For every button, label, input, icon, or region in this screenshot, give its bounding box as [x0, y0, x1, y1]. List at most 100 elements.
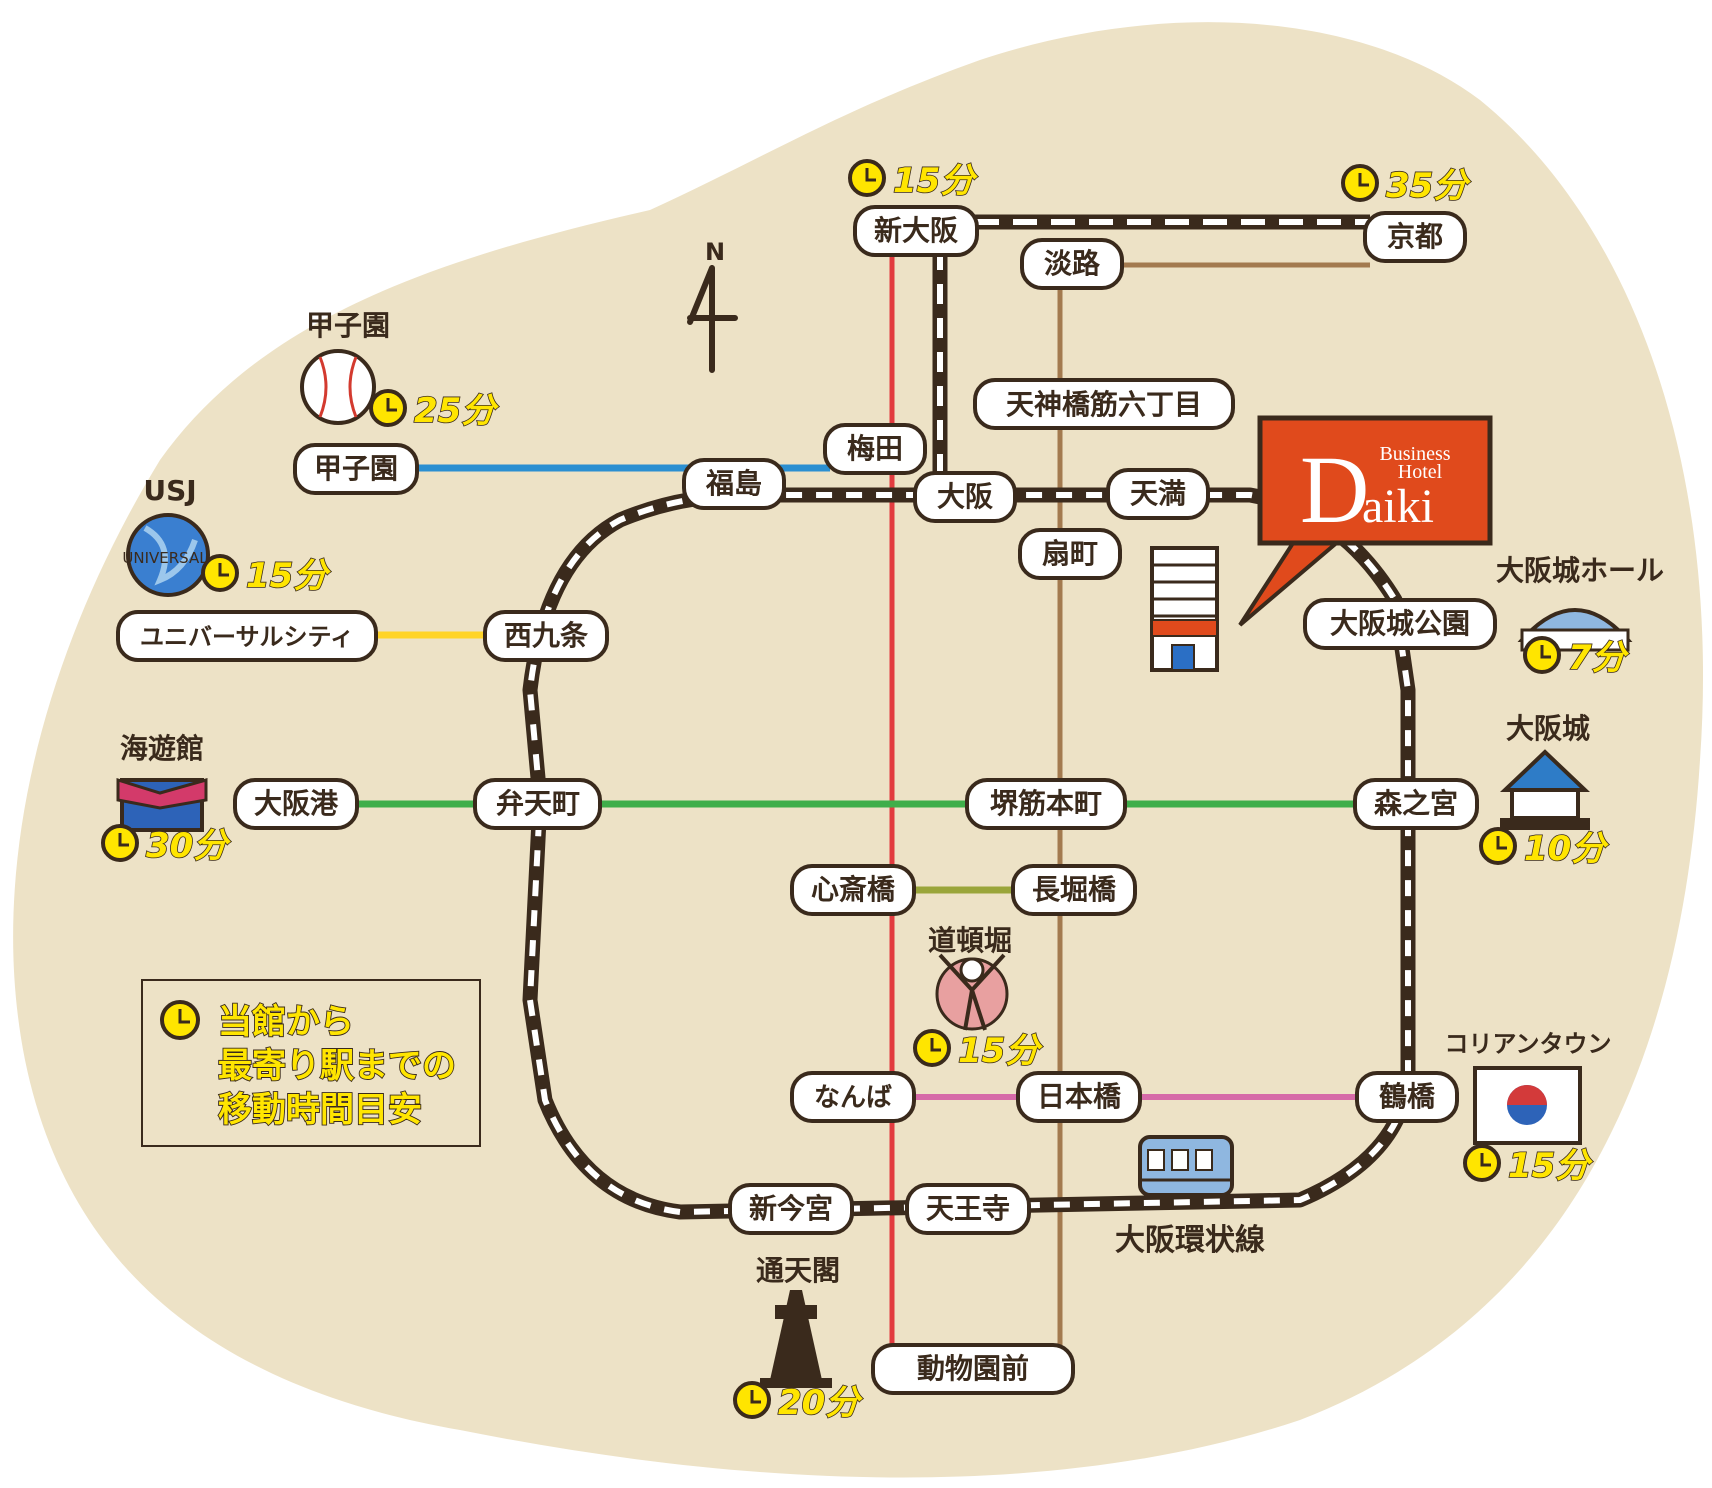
station-morinomiya: 森之宮 — [1353, 778, 1479, 830]
compass: N — [687, 238, 738, 373]
compass-label: N — [705, 238, 725, 266]
time-usj: 15分 — [201, 554, 332, 597]
legend-box: 当館から 最寄り駅までの 移動時間目安 — [141, 979, 481, 1147]
compass-arrow-icon — [687, 265, 738, 373]
station-label: 大阪港 — [254, 787, 339, 820]
station-label: なんば — [814, 1083, 892, 1113]
time-label: 10分 — [1524, 829, 1609, 869]
station-label: 森之宮 — [1374, 787, 1458, 820]
time-label: 15分 — [246, 556, 331, 596]
station-nagahoribashi: 長堀橋 — [1011, 864, 1137, 916]
dest-korea-town: コリアンタウン — [1444, 1030, 1611, 1058]
time-dotonbori: 15分 — [913, 1029, 1044, 1072]
station-label: 動物園前 — [917, 1352, 1029, 1385]
tower-icon — [760, 1290, 832, 1388]
legend-line3: 移動時間目安 — [218, 1090, 422, 1130]
station-label: 弁天町 — [496, 787, 580, 820]
station-sakaisuji: 堺筋本町 — [965, 778, 1127, 830]
time-osakajo: 10分 — [1479, 827, 1610, 870]
station-label: 大阪 — [937, 480, 993, 513]
hotel-marker: Business Hotel D aiki — [1150, 415, 1493, 672]
castle-icon — [1499, 749, 1591, 830]
station-label: 心斎橋 — [811, 873, 896, 906]
time-shin-osaka: 15分 — [848, 159, 979, 202]
globe-icon: UNIVERSAL — [122, 513, 210, 597]
station-label: ユニバーサルシティ — [140, 623, 354, 651]
station-nipponbashi: 日本橋 — [1016, 1071, 1142, 1123]
time-label: 20分 — [778, 1383, 863, 1423]
station-label: 大阪城公園 — [1330, 607, 1470, 640]
hotel-building-icon — [1150, 546, 1219, 672]
time-label: 25分 — [414, 391, 499, 431]
station-label: 西九条 — [504, 619, 588, 652]
station-label: 新大阪 — [874, 214, 958, 247]
station-shinsaibashi: 心斎橋 — [790, 864, 916, 916]
station-kyoto: 京都 — [1363, 211, 1467, 263]
station-label: 日本橋 — [1037, 1080, 1122, 1113]
station-namba: なんば — [790, 1071, 916, 1123]
station-fukushima: 福島 — [682, 458, 786, 510]
station-osaka: 大阪 — [913, 471, 1017, 523]
aquarium-icon — [116, 777, 208, 832]
time-label: 15分 — [1508, 1146, 1593, 1186]
station-label: 鶴橋 — [1379, 1080, 1436, 1113]
time-label: 7分 — [1568, 638, 1630, 678]
station-label: 堺筋本町 — [990, 787, 1102, 820]
station-dobutsuenmae: 動物園前 — [871, 1343, 1075, 1395]
destination-icons: UNIVERSAL — [116, 349, 1633, 1388]
land-area — [13, 22, 1704, 1478]
station-bentencho: 弁天町 — [473, 778, 602, 830]
station-umeda: 梅田 — [823, 423, 927, 475]
dest-osakajo-hall: 大阪城ホール — [1496, 554, 1664, 587]
station-label: 新今宮 — [749, 1192, 833, 1225]
station-osakako: 大阪港 — [233, 778, 359, 830]
station-label: 長堀橋 — [1032, 873, 1117, 906]
hotel-sign-line2: Hotel — [1398, 461, 1443, 483]
dest-kaiyukan: 海遊館 — [120, 732, 204, 765]
station-labels: 新大阪 淡路 京都 天神橋筋六丁目 梅田 福島 大阪 天満 扇町 甲子園 ユニバ… — [116, 205, 1497, 1395]
station-label: 天王寺 — [926, 1192, 1010, 1225]
dest-usj: USJ — [143, 474, 196, 507]
station-label: 京都 — [1387, 220, 1443, 253]
time-kaiyukan: 30分 — [101, 824, 232, 867]
korea-flag-icon — [1473, 1066, 1582, 1145]
dest-osakajo: 大阪城 — [1506, 712, 1590, 745]
dotonbori-runner-icon — [935, 953, 1009, 1031]
travel-times: 15分 35分 25分 15分 30分 7分 10分 15分 15分 20分 — [101, 159, 1630, 1424]
station-label: 甲子園 — [314, 452, 398, 485]
loop-line-name: 大阪環状線 — [1115, 1223, 1265, 1258]
station-universal: ユニバーサルシティ — [116, 610, 378, 662]
time-korea-town: 15分 — [1463, 1144, 1594, 1187]
dest-koshien: 甲子園 — [306, 309, 390, 342]
time-osakajo-hall: 7分 — [1523, 636, 1630, 679]
baseball-icon — [300, 349, 376, 425]
station-shin-osaka: 新大阪 — [853, 205, 979, 257]
time-label: 35分 — [1386, 166, 1471, 206]
time-label: 30分 — [146, 826, 231, 866]
globe-text: UNIVERSAL — [122, 549, 208, 567]
legend-line1: 当館から — [218, 1002, 354, 1042]
time-label: 15分 — [893, 161, 978, 201]
station-ogimachi: 扇町 — [1018, 528, 1122, 580]
station-label: 天神橋筋六丁目 — [1006, 388, 1202, 421]
station-awaji: 淡路 — [1020, 238, 1124, 290]
time-koshien: 25分 — [369, 389, 500, 432]
time-kyoto: 35分 — [1341, 164, 1472, 207]
station-label: 福島 — [705, 467, 762, 500]
hotel-sign-name: aiki — [1362, 480, 1434, 533]
station-label: 梅田 — [847, 432, 903, 465]
station-tennoji: 天王寺 — [905, 1183, 1031, 1235]
train-icon — [1138, 1135, 1234, 1197]
station-tenjin6: 天神橋筋六丁目 — [973, 378, 1235, 430]
station-label: 天満 — [1130, 477, 1186, 510]
hotel-sign-letter: D — [1300, 436, 1369, 543]
hotel-sign-line1: Business — [1379, 443, 1450, 465]
hotel-sign — [1257, 415, 1493, 546]
station-tenma: 天満 — [1106, 468, 1210, 520]
station-label: 淡路 — [1044, 247, 1101, 280]
dest-tsutenkaku: 通天閣 — [756, 1254, 840, 1287]
station-label: 扇町 — [1042, 537, 1098, 570]
station-osakajokoen: 大阪城公園 — [1303, 598, 1497, 650]
